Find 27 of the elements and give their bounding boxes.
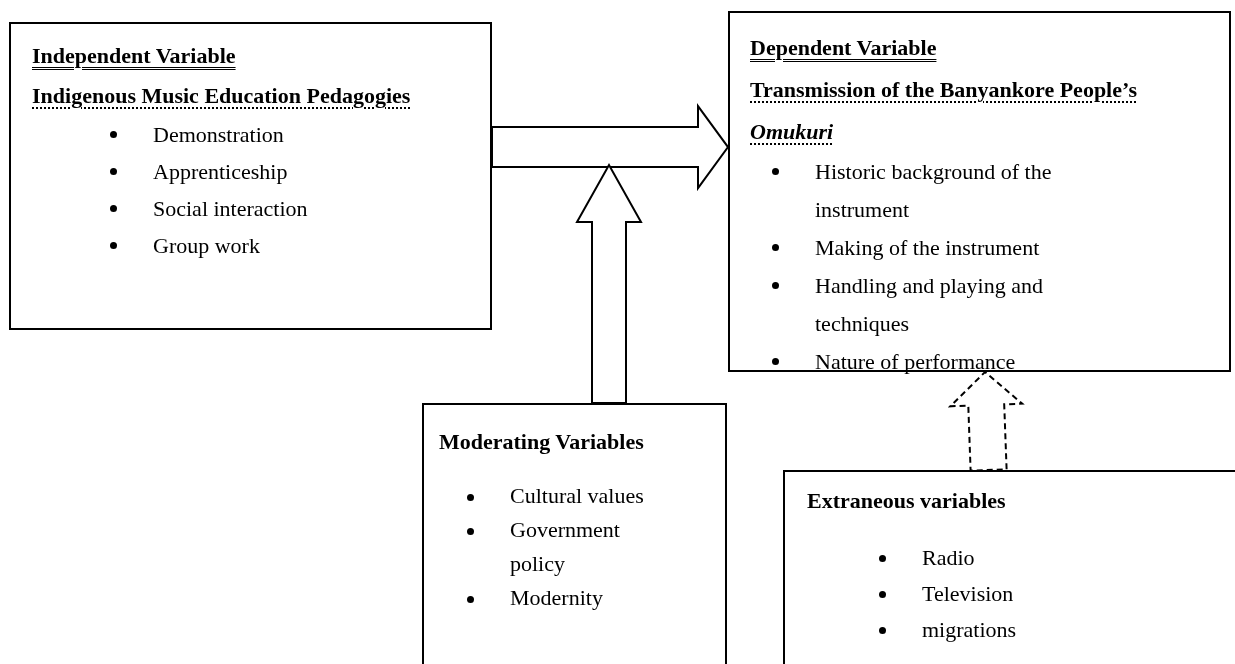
bullet-text: Handling and playing and techniques — [815, 272, 1044, 338]
box-heading: Independent Variable — [32, 42, 236, 70]
block-arrow — [491, 103, 730, 192]
bullet-text: Modernity — [510, 584, 603, 612]
box-heading: Transmission of the Banyankore People’s Omukuri — [750, 76, 1139, 146]
box-heading: Dependent Variable — [750, 34, 937, 62]
variable-box — [422, 403, 727, 664]
variable-box — [728, 11, 1231, 372]
bullet-text: Cultural values — [510, 482, 644, 510]
bullet-text: Television — [922, 580, 1014, 608]
bullet-text: Making of the instrument — [815, 234, 1040, 262]
bullet-text: Nature of performance — [815, 348, 1016, 376]
bullet-text: Demonstration — [153, 121, 284, 149]
bullet-text: Government policy — [510, 516, 621, 578]
bullet-text: Social interaction — [153, 195, 308, 223]
bullet-text: Apprenticeship — [153, 158, 288, 186]
dashed-block-arrow — [947, 370, 1025, 472]
box-heading: Indigenous Music Education Pedagogies — [32, 82, 411, 110]
bullet-text: Radio — [922, 544, 975, 572]
box-heading: Extraneous variables — [807, 487, 1006, 515]
bullet-text: Group work — [153, 232, 260, 260]
box-heading: Moderating Variables — [439, 428, 644, 456]
variable-box — [783, 470, 1235, 664]
bullet-text: migrations — [922, 616, 1017, 644]
block-arrow — [575, 162, 643, 404]
variable-box — [9, 22, 492, 330]
bullet-text: Historic background of the instrument — [815, 158, 1053, 224]
